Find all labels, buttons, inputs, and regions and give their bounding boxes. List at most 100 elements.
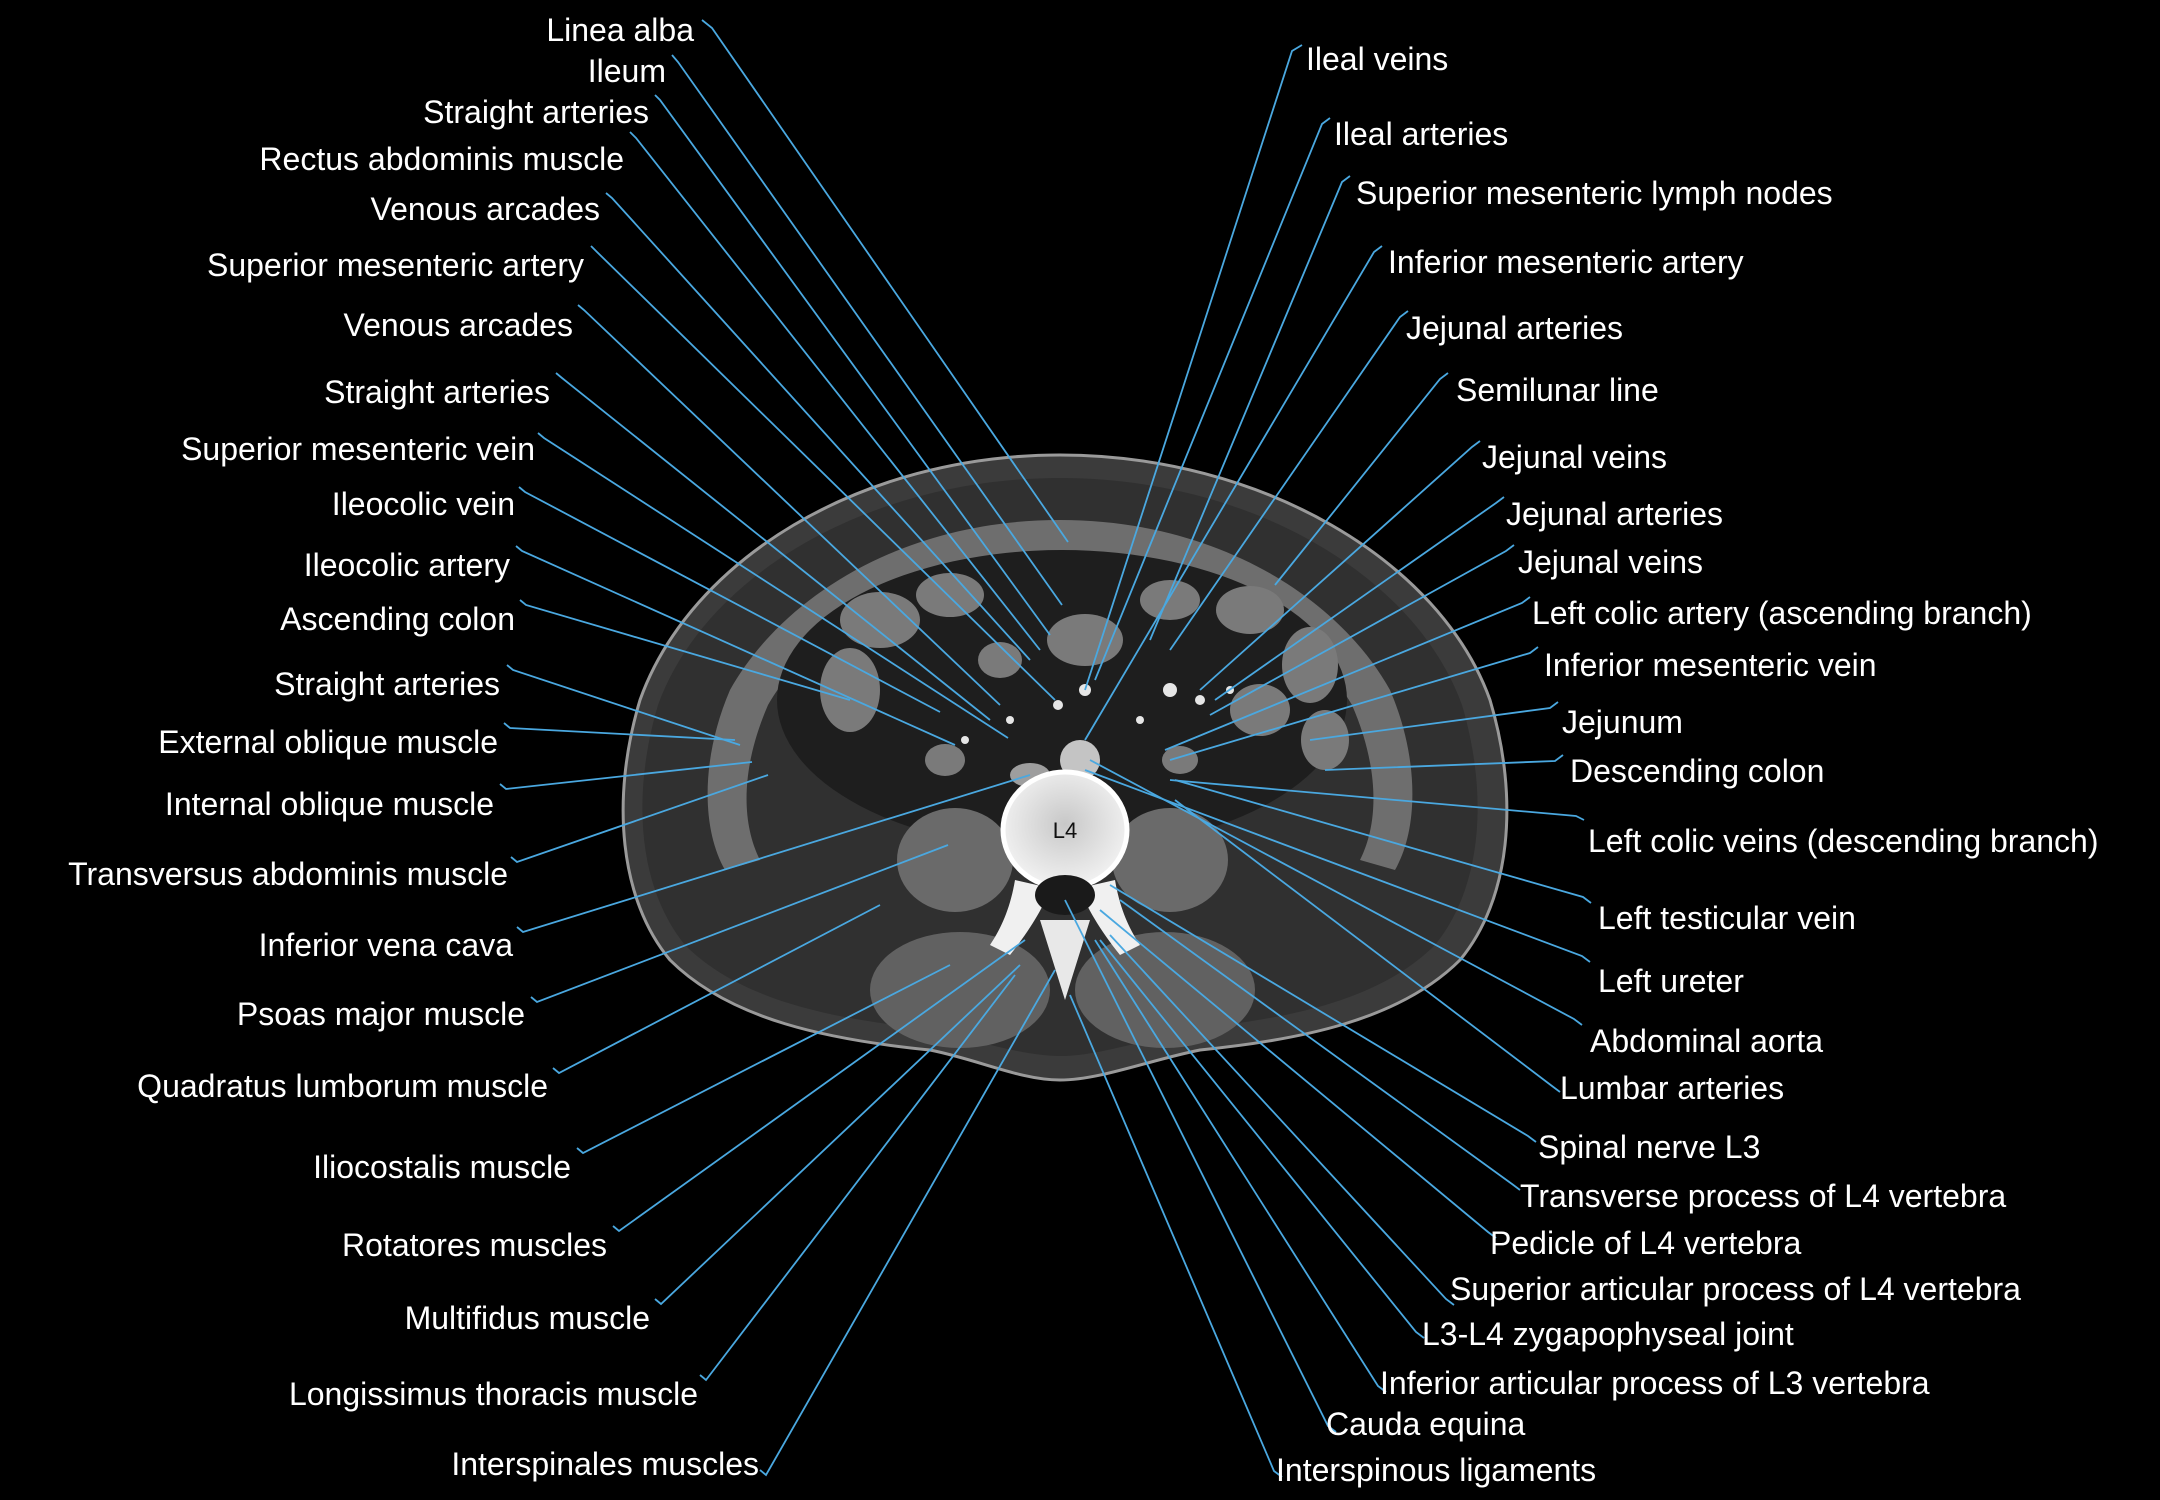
labels-left: Linea alba Ileum Straight arteries Rectu… <box>68 12 759 1482</box>
label-left-colic-artery-ascending-branch: Left colic artery (ascending branch) <box>1532 595 2032 631</box>
label-inferior-mesenteric-vein: Inferior mesenteric vein <box>1544 647 1877 683</box>
leader-line <box>537 432 1009 739</box>
leader-line <box>1309 701 1559 741</box>
leader-line <box>1064 899 1337 1433</box>
leader-line <box>612 939 1026 1233</box>
label-left-ureter: Left ureter <box>1598 963 1744 999</box>
label-ileum: Ileum <box>588 53 666 89</box>
label-inferior-vena-cava: Inferior vena cava <box>259 927 514 963</box>
leader-line <box>515 545 956 746</box>
leader-line <box>1174 779 1592 904</box>
leader-line <box>1174 799 1561 1093</box>
leader-line <box>1199 440 1481 691</box>
label-jejunal-veins: Jejunal veins <box>1482 439 1667 475</box>
back-muscles-right <box>1075 932 1255 1048</box>
labels-right: Ileal veins Ileal arteries Superior mese… <box>1276 41 2099 1488</box>
back-muscles-left <box>870 932 1050 1048</box>
label-ileal-arteries: Ileal arteries <box>1334 116 1508 152</box>
label-interspinous-ligaments: Interspinous ligaments <box>1276 1452 1596 1488</box>
label-psoas-major-muscle: Psoas major muscle <box>237 996 525 1032</box>
leader-line <box>671 54 1063 606</box>
leader-line <box>1089 759 1583 1026</box>
label-iliocostalis-muscle: Iliocostalis muscle <box>313 1149 571 1185</box>
leader-line <box>1169 310 1409 651</box>
label-straight-arteries: Straight arteries <box>324 374 550 410</box>
leader-line <box>518 486 941 713</box>
label-semilunar-line: Semilunar line <box>1456 372 1659 408</box>
leader-line <box>506 664 741 746</box>
label-superior-articular-process-of-l4-vertebra: Superior articular process of L4 vertebr… <box>1450 1271 2021 1307</box>
label-superior-mesenteric-vein: Superior mesenteric vein <box>181 431 535 467</box>
leader-line <box>577 304 1001 706</box>
leader-line <box>1324 754 1564 771</box>
leader-line <box>503 722 736 741</box>
leader-line <box>1069 994 1283 1478</box>
label-straight-arteries: Straight arteries <box>274 666 500 702</box>
label-l3-l4-zygapophyseal-joint: L3-L4 zygapophyseal joint <box>1422 1316 1794 1352</box>
leader-line <box>1119 899 1521 1191</box>
label-venous-arcades: Venous arcades <box>344 307 574 343</box>
label-spinal-nerve-l3: Spinal nerve L3 <box>1538 1129 1760 1165</box>
leader-line <box>1149 175 1351 641</box>
leader-line <box>519 599 851 701</box>
psoas-right-shape <box>1112 808 1228 912</box>
label-multifidus-muscle: Multifidus muscle <box>405 1300 650 1336</box>
leader-line <box>654 94 1051 636</box>
leader-line <box>1099 939 1425 1339</box>
label-internal-oblique-muscle: Internal oblique muscle <box>165 786 494 822</box>
leader-line <box>701 19 1069 543</box>
leader-line <box>1209 544 1515 716</box>
label-inferior-articular-process-of-l3-vertebra: Inferior articular process of L3 vertebr… <box>1380 1365 1930 1401</box>
label-rectus-abdominis-muscle: Rectus abdominis muscle <box>259 141 624 177</box>
label-jejunum: Jejunum <box>1562 704 1683 740</box>
label-ileal-veins: Ileal veins <box>1306 41 1448 77</box>
label-ileocolic-artery: Ileocolic artery <box>304 547 510 583</box>
label-cauda-equina: Cauda equina <box>1326 1406 1525 1442</box>
label-jejunal-arteries: Jejunal arteries <box>1406 310 1623 346</box>
leader-line <box>1274 372 1449 586</box>
label-jejunal-veins: Jejunal veins <box>1518 544 1703 580</box>
leader-lines-right <box>1064 44 1592 1478</box>
leader-line <box>1109 884 1537 1143</box>
leader-line <box>1084 769 1591 963</box>
leader-line <box>1214 496 1505 701</box>
leader-line <box>1169 779 1585 821</box>
leader-line <box>510 774 769 864</box>
label-external-oblique-muscle: External oblique muscle <box>158 724 498 760</box>
leader-line <box>1164 596 1531 751</box>
leader-line <box>759 969 1056 1477</box>
leader-line <box>1169 646 1539 761</box>
leader-line <box>552 904 881 1075</box>
leader-line <box>1094 939 1387 1393</box>
label-transversus-abdominis-muscle: Transversus abdominis muscle <box>68 856 508 892</box>
label-ascending-colon: Ascending colon <box>280 601 515 637</box>
psoas-left-shape <box>897 808 1013 912</box>
label-linea-alba: Linea alba <box>546 12 694 48</box>
label-jejunal-arteries: Jejunal arteries <box>1506 496 1723 532</box>
vertebra-label: L4 <box>1053 818 1077 843</box>
mesenteric-fat <box>777 550 1347 850</box>
label-descending-colon: Descending colon <box>1570 753 1824 789</box>
label-superior-mesenteric-lymph-nodes: Superior mesenteric lymph nodes <box>1356 175 1833 211</box>
label-quadratus-lumborum-muscle: Quadratus lumborum muscle <box>137 1068 548 1104</box>
leader-line <box>530 844 949 1004</box>
label-left-colic-veins-descending-branch: Left colic veins (descending branch) <box>1588 823 2099 859</box>
label-left-testicular-vein: Left testicular vein <box>1598 900 1856 936</box>
label-transverse-process-of-l4-vertebra: Transverse process of L4 vertebra <box>1520 1178 2006 1214</box>
label-interspinales-muscles: Interspinales muscles <box>451 1446 759 1482</box>
leader-line <box>605 192 1031 661</box>
leader-line <box>576 964 951 1155</box>
leader-line <box>499 761 753 790</box>
leader-line <box>590 245 1056 701</box>
leader-line <box>629 131 1041 651</box>
leader-line <box>516 774 1031 934</box>
leader-line <box>699 974 1016 1382</box>
leader-line <box>1099 909 1497 1239</box>
label-venous-arcades: Venous arcades <box>371 191 601 227</box>
leader-line <box>1094 117 1331 681</box>
label-longissimus-thoracis-muscle: Longissimus thoracis muscle <box>289 1376 698 1412</box>
label-inferior-mesenteric-artery: Inferior mesenteric artery <box>1388 244 1744 280</box>
label-abdominal-aorta: Abdominal aorta <box>1590 1023 1823 1059</box>
label-lumbar-arteries: Lumbar arteries <box>1560 1070 1784 1106</box>
